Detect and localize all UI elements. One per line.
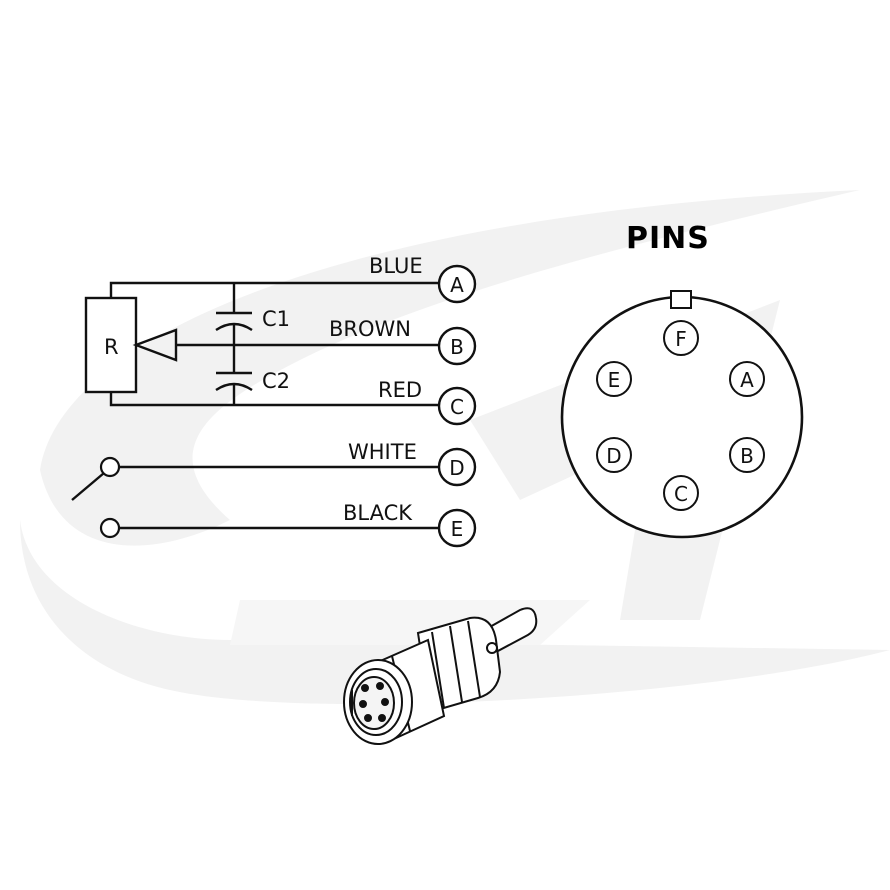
resistor-label: R <box>104 335 119 359</box>
wire-red <box>109 392 440 407</box>
terminal-b: B <box>437 326 477 366</box>
wire-label-brown: BROWN <box>329 317 411 341</box>
schematic: R C1 C2 BLUE BROWN <box>71 254 477 548</box>
capacitor-c1-label: C1 <box>262 307 290 331</box>
pin-layout: PINS F E A D B C <box>560 221 804 539</box>
terminal-e: E <box>437 508 477 548</box>
svg-text:B: B <box>450 335 464 359</box>
svg-text:D: D <box>606 444 621 468</box>
switch-contact-bottom <box>99 517 121 539</box>
pin-e: E <box>596 361 632 397</box>
wire-label-red: RED <box>378 378 422 402</box>
circular-connector-icon <box>343 607 538 745</box>
wire-blue <box>109 281 440 298</box>
switch-lever <box>71 472 105 501</box>
svg-text:E: E <box>608 368 621 392</box>
svg-text:A: A <box>740 368 754 392</box>
key-notch <box>670 290 692 309</box>
wire-label-black: BLACK <box>343 501 413 525</box>
svg-text:F: F <box>675 327 687 351</box>
terminal-c: C <box>437 386 477 426</box>
capacitor-c1 <box>215 283 253 345</box>
svg-text:D: D <box>449 456 464 480</box>
wire-label-white: WHITE <box>348 440 417 464</box>
pins-title: PINS <box>626 221 710 256</box>
wire-label-blue: BLUE <box>369 254 423 278</box>
pin-d: D <box>596 437 632 473</box>
pin-c: C <box>663 475 699 511</box>
svg-text:C: C <box>450 395 464 419</box>
pin-b: B <box>729 437 765 473</box>
svg-text:C: C <box>674 482 688 506</box>
terminal-d: D <box>437 447 477 487</box>
pin-f: F <box>663 320 699 356</box>
svg-text:A: A <box>450 273 464 297</box>
pin-a: A <box>729 361 765 397</box>
terminal-a: A <box>437 264 477 304</box>
svg-text:E: E <box>451 517 464 541</box>
capacitor-c2 <box>215 345 253 405</box>
svg-text:B: B <box>740 444 754 468</box>
capacitor-c2-label: C2 <box>262 369 290 393</box>
resistor-symbol <box>84 296 138 394</box>
